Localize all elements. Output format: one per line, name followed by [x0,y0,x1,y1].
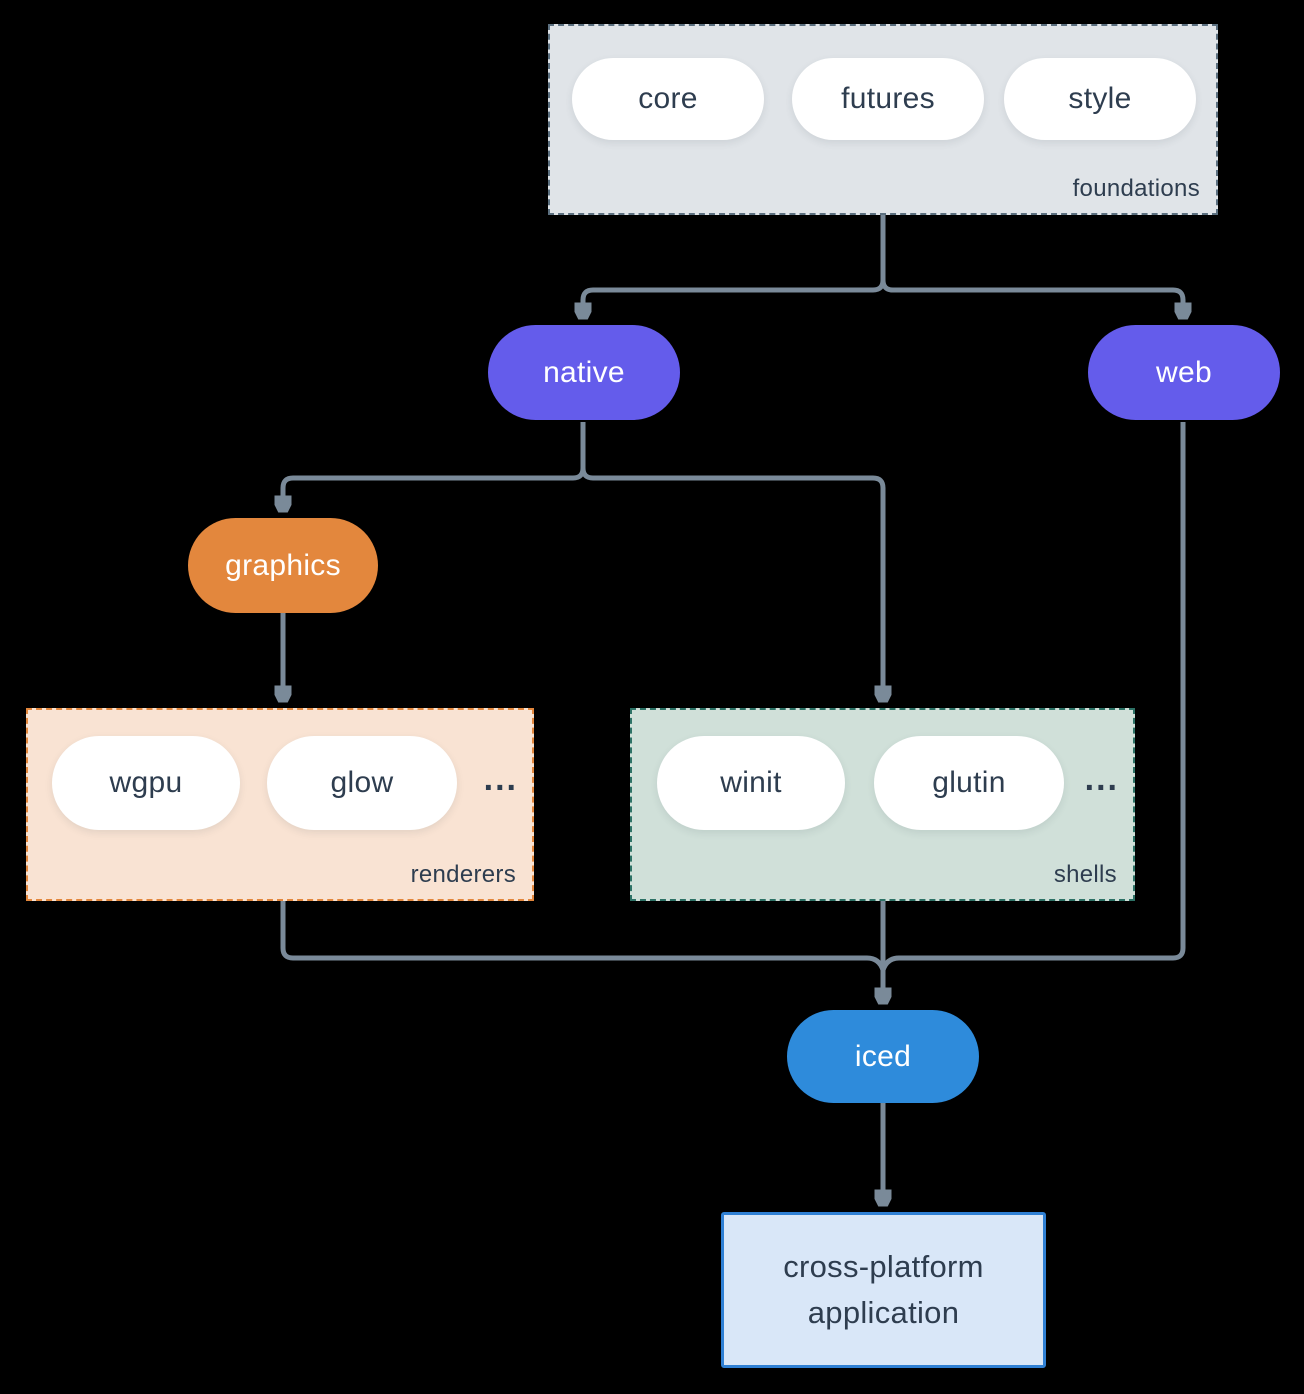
node-wgpu: wgpu [52,736,240,830]
foundations-group: core futures style foundations [548,24,1218,215]
node-style: style [1004,58,1196,140]
application-label-line2: application [807,1295,960,1330]
shells-group-label: shells [1053,861,1117,888]
edge-foundations-web [880,215,1183,316]
shells-group: winit glutin ... shells [630,708,1135,901]
node-glutin: glutin [874,736,1064,830]
renderers-group-label: renderers [410,861,516,888]
node-core: core [572,58,764,140]
node-futures: futures [792,58,984,140]
node-glow: glow [267,736,457,830]
renderers-group: wgpu glow ... renderers [26,708,534,901]
foundations-group-label: foundations [1072,175,1200,202]
node-web: web [1088,325,1280,420]
shells-ellipsis: ... [1084,760,1119,798]
node-winit: winit [657,736,845,830]
application-label-line1: cross-platform [783,1248,984,1284]
node-iced: iced [787,1010,979,1103]
edge-native-graphics [283,422,586,509]
edge-foundations-native [583,215,886,316]
renderers-ellipsis: ... [483,760,518,798]
edge-native-shells [580,422,883,699]
node-cross-platform-application: cross-platform application [721,1212,1046,1368]
node-graphics: graphics [188,518,378,613]
node-native: native [488,325,680,420]
edge-web-merge [880,422,1186,971]
edge-renderers-merge [280,901,886,971]
